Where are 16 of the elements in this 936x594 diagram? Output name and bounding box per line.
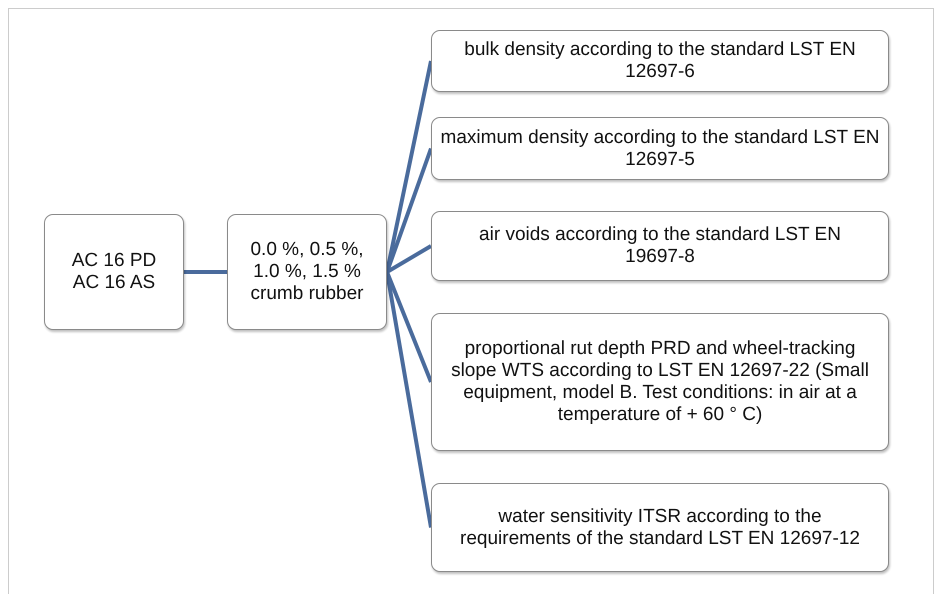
mixture-box (44, 214, 184, 330)
test-box (431, 117, 889, 180)
box-text: air voids according to the standard LST EN 19697-8 (478, 224, 842, 268)
box-text: water sensitivity ITSR according to the requirements of the standard LST EN 12697-12 (459, 506, 861, 550)
box-text: AC 16 PD AC 16 AS (70, 250, 158, 294)
test-box (431, 313, 889, 451)
box-text: 0.0 %, 0.5 %, 1.0 %, 1.5 % crumb rubber (249, 239, 364, 305)
box-text: proportional rut depth PRD and wheel-tracking slope WTS according to LST EN 12697-22 (Small equipment, model B. Test conditions: in air at a temperature of + 60 ° C) (450, 338, 870, 426)
additive-box (227, 214, 387, 330)
box-text: bulk density according to the standard LST EN 12697-6 (463, 39, 857, 83)
connector-line (385, 271, 433, 383)
box-text: maximum density according to the standard LST EN 12697-5 (440, 126, 880, 170)
test-box (431, 483, 889, 572)
connector-line (184, 270, 227, 274)
test-box (431, 30, 889, 92)
test-box (431, 211, 889, 281)
